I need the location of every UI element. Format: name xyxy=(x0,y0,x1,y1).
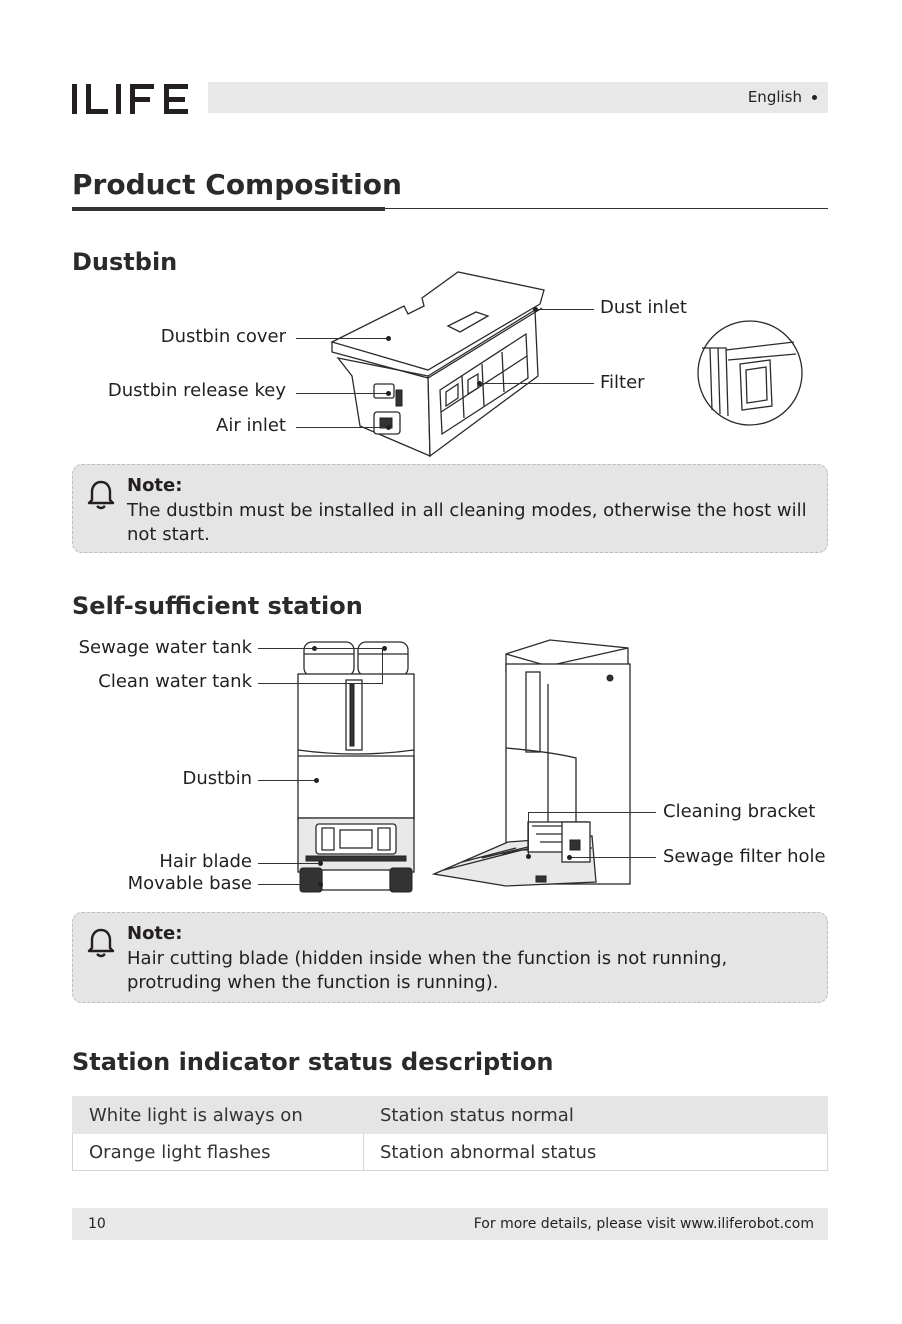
label-air-inlet: Air inlet xyxy=(216,415,286,436)
leader-filter xyxy=(480,383,594,384)
label-sewage-tank: Sewage water tank xyxy=(78,637,252,658)
table-cell-status: Station abnormal status xyxy=(363,1133,828,1171)
label-movable-base: Movable base xyxy=(127,873,252,894)
leader-sewage-tank xyxy=(258,648,314,649)
label-filter: Filter xyxy=(600,372,645,393)
section-heading-station: Self-sufficient station xyxy=(72,592,363,620)
indicator-status-table: White light is always on Station status … xyxy=(72,1096,828,1171)
pointer-dot xyxy=(382,646,387,651)
bell-icon xyxy=(87,480,115,510)
leader-dustbin-cover xyxy=(296,338,388,339)
title-rule xyxy=(72,208,828,209)
table-cell-light: Orange light flashes xyxy=(72,1133,364,1171)
label-dust-inlet: Dust inlet xyxy=(600,297,687,318)
note-text: Hair cutting blade (hidden inside when t… xyxy=(127,948,728,993)
note-title: Note: xyxy=(127,923,183,944)
label-clean-tank: Clean water tank xyxy=(98,671,252,692)
page-footer: 10 For more details, please visit www.il… xyxy=(72,1208,828,1240)
leader-cleaning-bracket xyxy=(528,812,656,813)
leader-clean-tank xyxy=(258,683,382,684)
leader-air-inlet xyxy=(296,427,388,428)
leader-movable-base xyxy=(258,884,320,885)
table-cell-light: White light is always on xyxy=(72,1096,364,1134)
pointer-dot xyxy=(477,381,482,386)
leader-clean-tank-vertical xyxy=(382,648,383,684)
note-station: Note: Hair cutting blade (hidden inside … xyxy=(72,912,828,1003)
label-hair-blade: Hair blade xyxy=(159,851,252,872)
language-label: English xyxy=(748,82,828,113)
label-cleaning-bracket: Cleaning bracket xyxy=(663,801,816,822)
pointer-dot xyxy=(386,391,391,396)
leader-sewage-tank-ext xyxy=(314,648,384,649)
title-underline xyxy=(72,207,385,211)
leader-cleaning-bracket-vertical xyxy=(528,812,529,856)
language-bar: English xyxy=(208,82,828,113)
pointer-dot xyxy=(318,861,323,866)
station-front-illustration xyxy=(294,638,418,896)
leader-release-key xyxy=(296,393,388,394)
table-row: Orange light flashes Station abnormal st… xyxy=(72,1133,828,1171)
section-heading-indicator: Station indicator status description xyxy=(72,1048,554,1076)
label-station-dustbin: Dustbin xyxy=(182,768,252,789)
note-text: The dustbin must be installed in all cle… xyxy=(127,500,807,545)
leader-hair-blade xyxy=(258,863,320,864)
page-number: 10 xyxy=(88,1216,106,1232)
note-dustbin: Note: The dustbin must be installed in a… xyxy=(72,464,828,553)
brand-logo xyxy=(70,76,192,118)
pointer-dot xyxy=(567,855,572,860)
pointer-dot xyxy=(386,336,391,341)
bell-icon xyxy=(87,928,115,958)
page-title: Product Composition xyxy=(72,168,402,201)
label-sewage-filter-hole: Sewage filter hole xyxy=(663,846,826,867)
pointer-dot xyxy=(314,778,319,783)
dustbin-illustration xyxy=(330,266,550,464)
leader-sewage-filter-hole xyxy=(570,857,656,858)
filter-detail-circle xyxy=(696,320,804,426)
station-side-illustration xyxy=(431,636,638,896)
pointer-dot xyxy=(526,854,531,859)
table-row: White light is always on Station status … xyxy=(72,1096,828,1134)
leader-dust-inlet xyxy=(536,309,594,310)
note-title: Note: xyxy=(127,475,183,496)
table-cell-status: Station status normal xyxy=(363,1096,828,1134)
leader-station-dustbin xyxy=(258,780,316,781)
pointer-dot xyxy=(533,307,538,312)
label-release-key: Dustbin release key xyxy=(107,380,286,401)
pointer-dot xyxy=(318,882,323,887)
section-heading-dustbin: Dustbin xyxy=(72,248,178,276)
footer-website-text: For more details, please visit www.ilife… xyxy=(473,1216,814,1232)
label-dustbin-cover: Dustbin cover xyxy=(160,326,286,347)
pointer-dot xyxy=(386,425,391,430)
